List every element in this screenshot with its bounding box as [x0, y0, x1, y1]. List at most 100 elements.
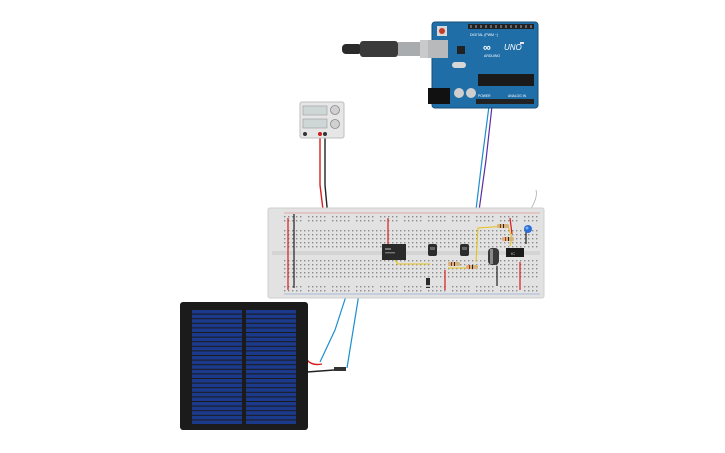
ic-chip[interactable]: IC: [506, 248, 524, 257]
resistor-mid[interactable]: [502, 237, 514, 241]
resistor-top[interactable]: [497, 224, 509, 228]
wire-red-supply[interactable]: [319, 135, 325, 219]
breadboard-hole: [356, 238, 358, 240]
breadboard-hole: [424, 268, 426, 270]
resistor-low-b[interactable]: [466, 265, 478, 269]
solar-panel[interactable]: [180, 302, 308, 430]
panel-connector[interactable]: [334, 367, 346, 371]
wire-purple-arduino[interactable]: [477, 105, 493, 219]
breadboard-hole: [528, 268, 530, 270]
usb-socket[interactable]: [428, 40, 448, 58]
wire-panel-red[interactable]: [306, 359, 323, 366]
wire-panel-black[interactable]: [306, 369, 335, 373]
transistor-a[interactable]: [428, 244, 437, 256]
breadboard-hole: [532, 286, 534, 288]
breadboard-hole: [372, 216, 374, 218]
breadboard-hole: [296, 220, 298, 222]
wire-black-supply[interactable]: [324, 135, 329, 219]
breadboard-hole: [400, 234, 402, 236]
breadboard-hole: [500, 216, 502, 218]
breadboard-hole: [412, 276, 414, 278]
breadboard-hole: [340, 216, 342, 218]
breadboard-hole: [464, 268, 466, 270]
jumper-yellow-ic[interactable]: [394, 259, 430, 265]
breadboard-hole: [500, 230, 502, 232]
breadboard-hole: [536, 220, 538, 222]
wire-blue-panel-a[interactable]: [319, 289, 349, 363]
breadboard-hole: [380, 216, 382, 218]
jumper-red-right[interactable]: [509, 217, 513, 235]
breadboard-hole: [352, 242, 354, 244]
breadboard-hole: [420, 216, 422, 218]
breadboard-hole: [368, 238, 370, 240]
supply-terminal-ground[interactable]: [323, 132, 327, 136]
breadboard-hole: [512, 216, 514, 218]
breadboard-hole: [284, 216, 286, 218]
wire-teal-arduino[interactable]: [474, 105, 490, 219]
breadboard-hole: [372, 272, 374, 274]
breadboard-hole: [408, 264, 410, 266]
breadboard-hole: [336, 216, 338, 218]
breadboard-hole: [536, 246, 538, 248]
transistor-b[interactable]: [460, 244, 469, 256]
usb-cable[interactable]: [342, 40, 432, 58]
breadboard-hole: [352, 272, 354, 274]
breadboard-hole: [436, 260, 438, 262]
supply-terminal-negative[interactable]: [303, 132, 307, 136]
relay-module[interactable]: [382, 244, 406, 260]
breadboard-hole: [452, 286, 454, 288]
breadboard-hole: [320, 276, 322, 278]
solar-cell-strip: [192, 351, 242, 355]
breadboard-hole: [416, 230, 418, 232]
breadboard-hole: [516, 242, 518, 244]
breadboard-hole: [460, 264, 462, 266]
breadboard-hole: [484, 276, 486, 278]
supply-knob-current[interactable]: [330, 119, 340, 129]
electrolytic-capacitor[interactable]: [488, 248, 499, 265]
breadboard-hole: [324, 268, 326, 270]
breadboard-hole: [480, 276, 482, 278]
breadboard-hole: [300, 220, 302, 222]
blue-led[interactable]: [524, 225, 532, 233]
reset-button-cap[interactable]: [439, 28, 445, 34]
breadboard-hole: [436, 242, 438, 244]
arduino-uno-board[interactable]: DIGITAL (PWM ~) ∞ UNO ARDUINO POWER ANAL…: [428, 21, 539, 109]
breadboard-hole: [484, 246, 486, 248]
breadboard-hole: [480, 272, 482, 274]
breadboard-hole: [440, 238, 442, 240]
solar-cell-strip: [246, 346, 296, 351]
breadboard-hole: [508, 230, 510, 232]
breadboard-hole: [328, 238, 330, 240]
breadboard-hole: [300, 290, 302, 292]
breadboard-hole: [336, 242, 338, 244]
breadboard-hole: [308, 276, 310, 278]
breadboard-hole: [404, 216, 406, 218]
breadboard-hole: [288, 260, 290, 262]
breadboard-hole: [452, 242, 454, 244]
supply-terminal-positive[interactable]: [318, 132, 322, 136]
breadboard-hole: [500, 238, 502, 240]
breadboard-hole: [512, 290, 514, 292]
breadboard-hole: [532, 290, 534, 292]
solar-cell-strip: [246, 402, 296, 406]
breadboard-hole: [472, 242, 474, 244]
breadboard-hole: [460, 260, 462, 262]
breadboard-hole: [428, 260, 430, 262]
breadboard-hole: [452, 234, 454, 236]
breadboard-hole: [332, 260, 334, 262]
breadboard-hole: [364, 234, 366, 236]
breadboard-hole: [300, 234, 302, 236]
diode[interactable]: [426, 278, 430, 288]
breadboard-hole: [456, 260, 458, 262]
breadboard-hole: [516, 290, 518, 292]
usb-chip: [457, 46, 465, 54]
power-analog-header[interactable]: [476, 99, 534, 104]
resistor-low-a[interactable]: [448, 262, 460, 266]
supply-knob-voltage[interactable]: [330, 105, 340, 115]
breadboard-hole: [384, 260, 386, 262]
breadboard-hole: [388, 268, 390, 270]
breadboard-hole: [348, 238, 350, 240]
power-jack[interactable]: [428, 88, 450, 104]
power-supply[interactable]: [299, 101, 345, 139]
